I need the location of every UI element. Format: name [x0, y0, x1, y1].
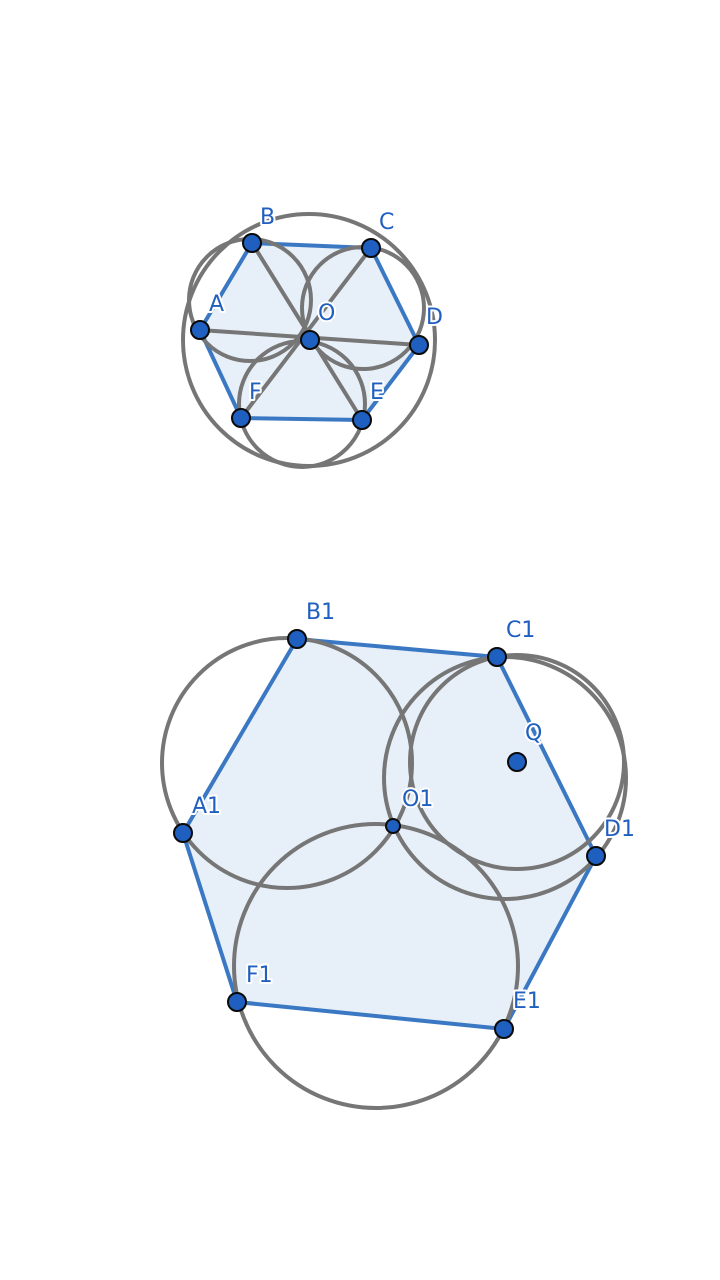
label-O: O [318, 301, 335, 326]
point-O[interactable] [300, 330, 320, 350]
label-D: D [426, 305, 443, 330]
point-C[interactable] [361, 238, 381, 258]
point-O1[interactable] [385, 818, 401, 834]
label-A1: A1 [192, 794, 221, 819]
point-C1[interactable] [487, 647, 507, 667]
label-F1: F1 [246, 963, 273, 988]
label-E1: E1 [513, 989, 541, 1014]
label-F: F [249, 380, 262, 405]
label-E: E [370, 380, 384, 405]
point-A[interactable] [190, 320, 210, 340]
circle-centered-Q[interactable] [408, 653, 626, 871]
label-O1: O1 [402, 787, 433, 812]
point-D[interactable] [409, 335, 429, 355]
label-C: C [379, 210, 394, 235]
label-D1: D1 [604, 817, 635, 842]
label-Q: Q [525, 721, 542, 746]
figure-2: B1 C1 Q A1 O1 D1 F1 E1 [160, 598, 637, 1110]
figure-1: B C A O D F E [181, 203, 445, 469]
point-Q[interactable] [507, 752, 527, 772]
point-B[interactable] [242, 233, 262, 253]
point-F[interactable] [231, 408, 251, 428]
label-C1: C1 [506, 618, 535, 643]
label-B: B [260, 205, 275, 230]
point-E[interactable] [352, 410, 372, 430]
point-D1[interactable] [586, 846, 606, 866]
point-B1[interactable] [287, 629, 307, 649]
label-B1: B1 [306, 600, 335, 625]
point-F1[interactable] [227, 992, 247, 1012]
circle-through-E1-F1-O1[interactable] [232, 822, 520, 1110]
point-E1[interactable] [494, 1019, 514, 1039]
label-A: A [209, 292, 224, 317]
point-A1[interactable] [173, 823, 193, 843]
